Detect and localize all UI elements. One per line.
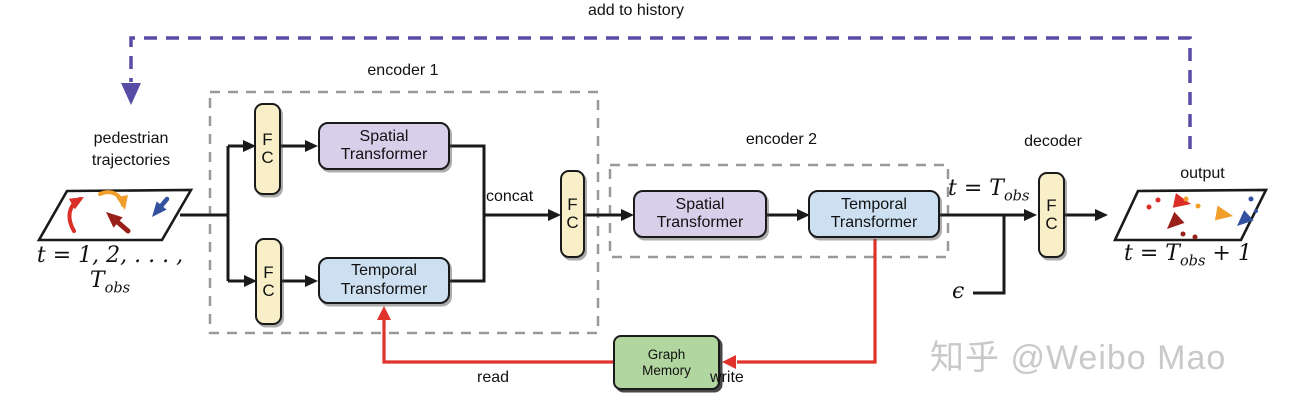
output-trajectory-darkred <box>1167 211 1198 240</box>
fc-bottom-box: F C <box>255 238 282 325</box>
output-parallelogram <box>1112 188 1269 242</box>
concat-label: concat <box>486 188 534 205</box>
temporal-transformer1-box: Temporal Transformer <box>318 257 450 304</box>
arrowhead-fc-bottom <box>244 275 257 287</box>
spatial-transformer1-box: Spatial Transformer <box>318 122 450 170</box>
epsilon-label: ϵ <box>952 279 965 304</box>
output-time-label: t = Tobs + 1 <box>1124 241 1252 270</box>
output-trajectory-orange <box>1183 196 1233 221</box>
history-feedback-path <box>129 36 1192 149</box>
add-to-history-label: add to history <box>587 2 685 19</box>
arrowhead-decoder-fc <box>1024 209 1037 221</box>
output-trajectory-blue <box>1237 196 1258 226</box>
graph-memory-box: Graph Memory <box>613 335 720 390</box>
input-time-label: t = 1, 2, . . . , Tobs <box>36 243 184 297</box>
encoder2-title: encoder 2 <box>745 131 818 148</box>
arrowhead-temporal1 <box>305 275 318 287</box>
arrowhead-spatial1 <box>305 140 318 152</box>
encoder1-boundary <box>208 90 600 335</box>
merge-line <box>450 144 486 283</box>
read-line <box>382 320 613 364</box>
input-trajectory-red-arrow <box>67 197 84 233</box>
write-label: write <box>710 369 744 386</box>
arrowhead-spatial2 <box>621 209 634 221</box>
fc-top-box: F C <box>254 103 281 195</box>
input-trajectory-orange-arrow <box>98 190 128 210</box>
fc-concat-box: F C <box>560 170 585 258</box>
read-arrowhead <box>377 306 391 320</box>
arrowhead-fc-mid <box>548 209 561 221</box>
history-feedback-arrowhead <box>121 83 141 105</box>
pedestrian-trajectories-label: pedestrian trajectories <box>91 130 171 169</box>
input-trajectory-blue-arrow <box>152 196 170 217</box>
arrowhead-output <box>1095 209 1108 221</box>
encoder1-title: encoder 1 <box>367 62 439 79</box>
spatial-transformer2-box: Spatial Transformer <box>633 190 767 238</box>
output-trajectory-red <box>1146 193 1191 210</box>
input-trajectory-darkred-arrow <box>106 212 131 234</box>
fc-decoder-box: F C <box>1038 172 1065 258</box>
temporal-transformer2-box: Temporal Transformer <box>808 190 940 238</box>
arrowhead-temporal2 <box>797 209 810 221</box>
t-obs-label: t = Tobs <box>948 176 1030 205</box>
watermark: 知乎 @Weibo Mao <box>930 339 1227 377</box>
read-label: read <box>477 369 510 386</box>
write-line <box>737 239 877 364</box>
write-arrowhead <box>722 355 736 369</box>
epsilon-line <box>973 216 1006 295</box>
arrowhead-fc-top <box>243 140 256 152</box>
output-title: output <box>1180 165 1225 182</box>
encoder2-boundary <box>608 163 950 259</box>
decoder-title: decoder <box>1024 133 1082 150</box>
